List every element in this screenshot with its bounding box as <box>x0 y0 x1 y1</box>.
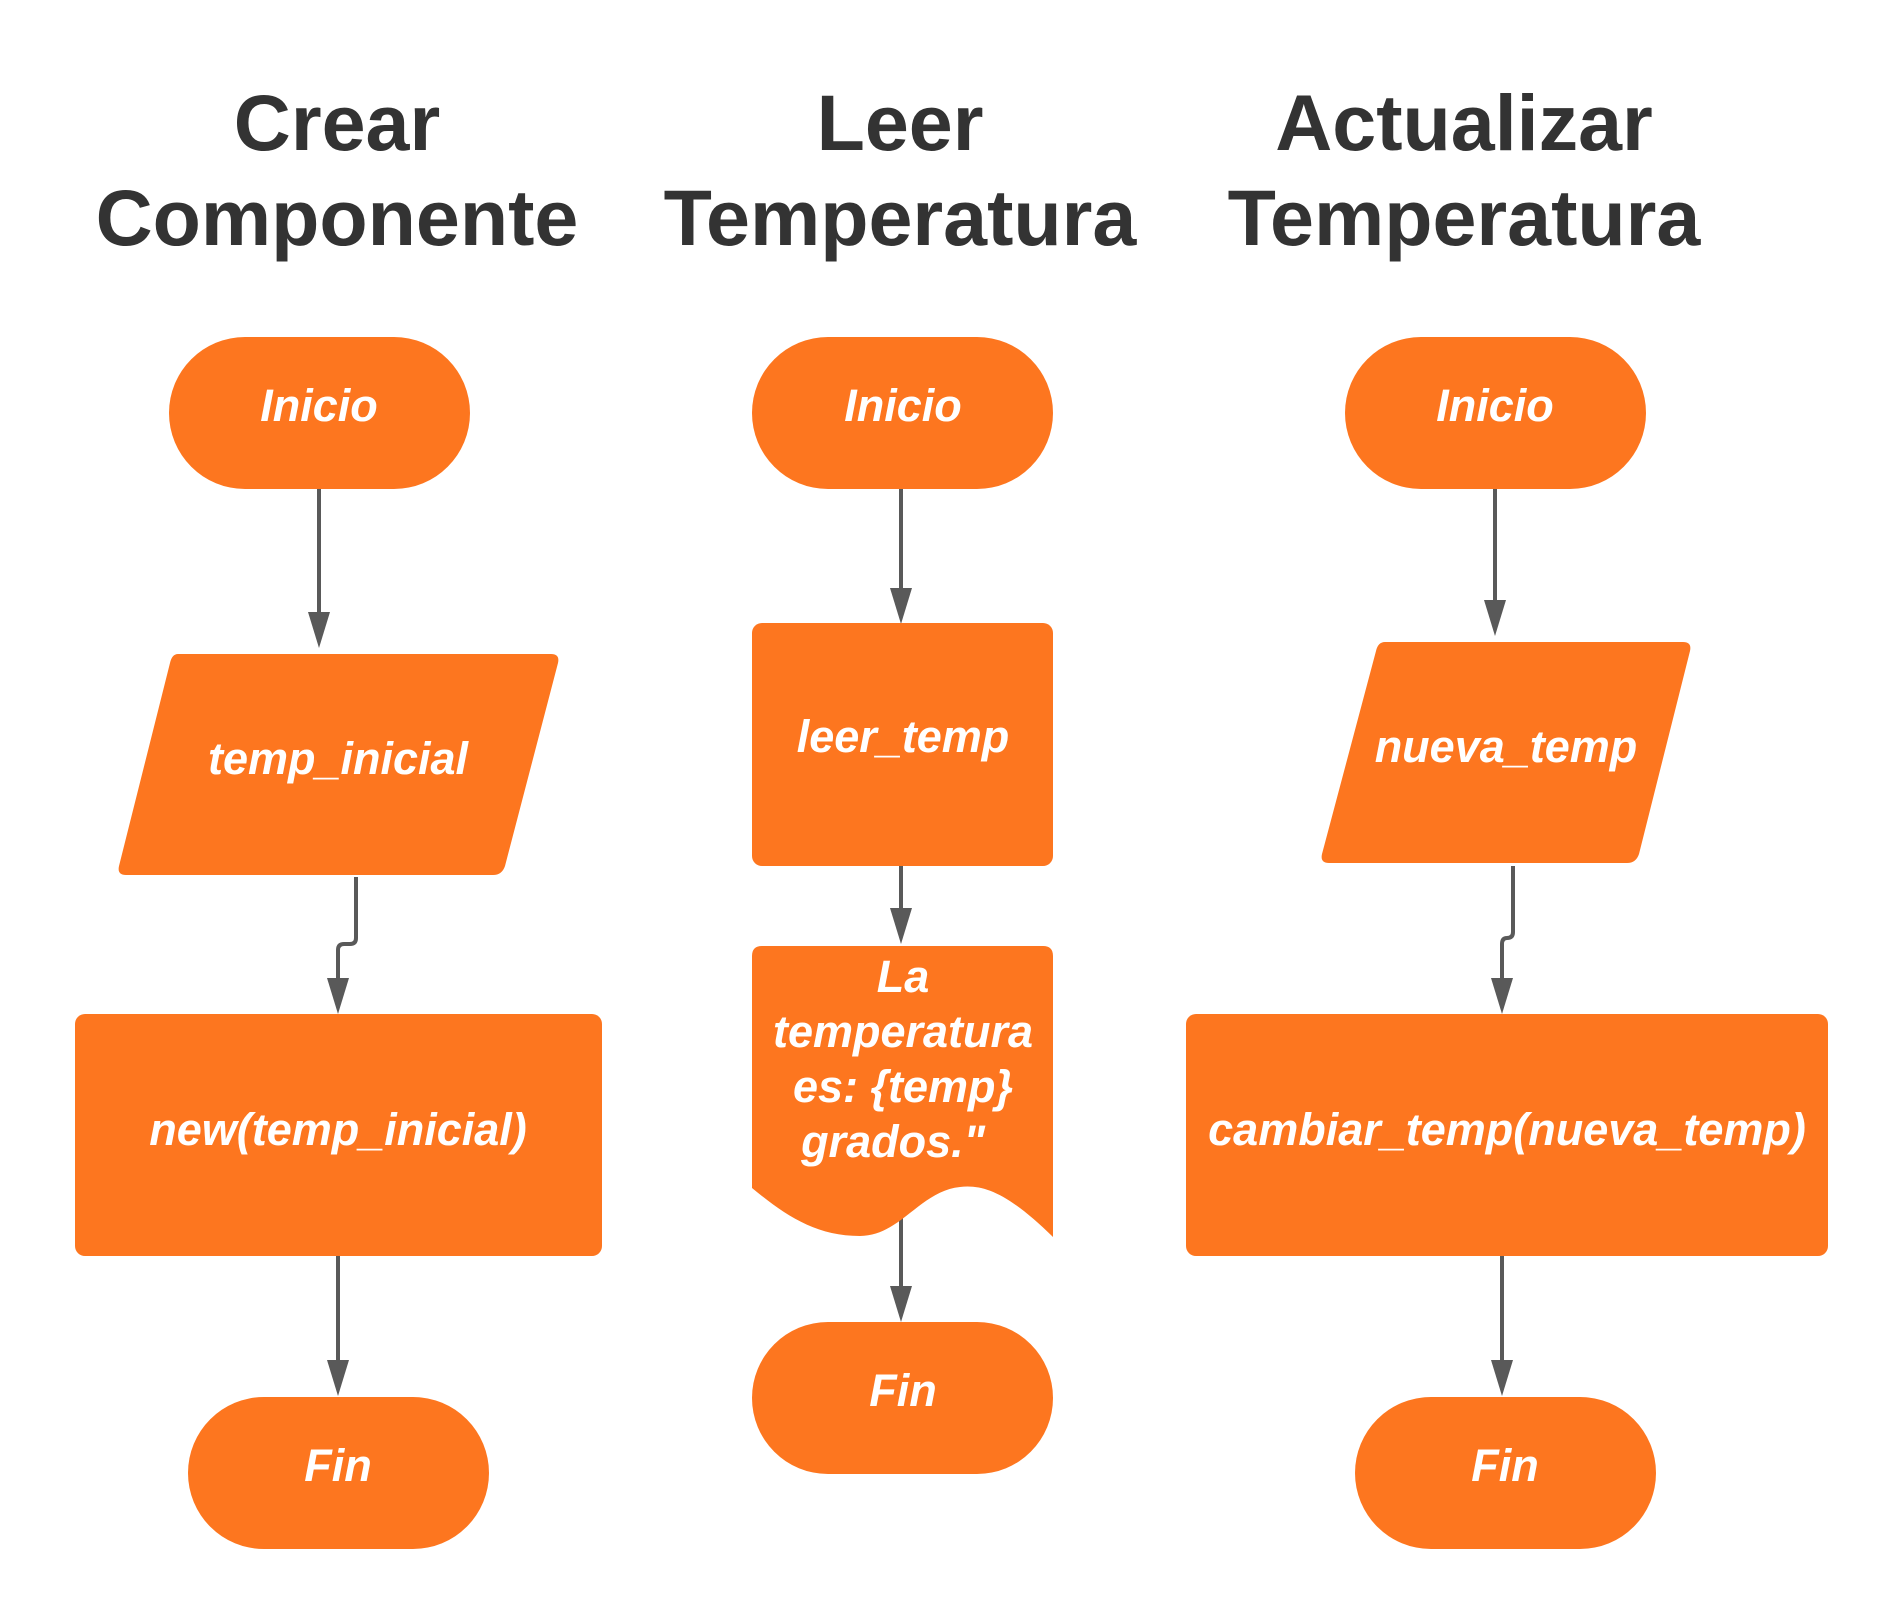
terminator-shape <box>752 1322 1053 1474</box>
node-leer-inicio: Inicio <box>752 337 1053 489</box>
node-label: nueva_temp <box>1375 721 1638 772</box>
node-label: Inicio <box>1436 380 1554 431</box>
arrowhead-leer-3 <box>890 1286 912 1322</box>
column-title-leer-line2: Temperatura <box>664 173 1138 262</box>
column-title-actualizar-line2: Temperatura <box>1228 173 1702 262</box>
column-title-crear-line1: Crear <box>234 78 440 167</box>
node-label: cambiar_temp(nueva_temp) <box>1208 1104 1806 1155</box>
parallelogram-shape <box>1321 642 1691 863</box>
node-actualizar-fin: Fin <box>1355 1397 1656 1549</box>
node-crear-fin: Fin <box>188 1397 489 1549</box>
node-crear-process: new(temp_inicial) <box>75 1014 602 1256</box>
arrowhead-crear-2 <box>327 978 349 1014</box>
terminator-shape <box>188 1397 489 1549</box>
node-label: Inicio <box>260 380 378 431</box>
node-label: leer_temp <box>797 711 1010 762</box>
column-title-crear-line2: Componente <box>96 173 579 262</box>
column-title-actualizar-line1: Actualizar <box>1275 78 1653 167</box>
node-actualizar-process: cambiar_temp(nueva_temp) <box>1186 1014 1828 1256</box>
node-leer-fin: Fin <box>752 1322 1053 1474</box>
terminator-shape <box>752 337 1053 489</box>
node-label: temp_inicial <box>208 733 470 784</box>
parallelogram-shape <box>118 654 559 875</box>
node-actualizar-inicio: Inicio <box>1345 337 1646 489</box>
arrowhead-actualizar-3 <box>1491 1360 1513 1396</box>
node-label: Fin <box>869 1365 936 1416</box>
node-label: Inicio <box>844 380 962 431</box>
node-label-line-3: es: {temp} <box>793 1061 1013 1112</box>
node-crear-input: temp_inicial <box>118 654 559 875</box>
terminator-shape <box>169 337 470 489</box>
node-crear-inicio: Inicio <box>169 337 470 489</box>
node-label: new(temp_inicial) <box>149 1104 527 1155</box>
rectangle-shape <box>75 1014 602 1256</box>
terminator-shape <box>1355 1397 1656 1549</box>
node-leer-document: La temperatura es: {temp} grados." <box>752 946 1053 1237</box>
arrowhead-crear-1 <box>308 612 330 648</box>
node-label: Fin <box>304 1440 371 1491</box>
node-label-line-4: grados." <box>800 1116 986 1167</box>
connector-crear-input-to-process <box>336 877 358 990</box>
node-label-line-1: La <box>877 951 930 1002</box>
arrowhead-leer-1 <box>890 588 912 624</box>
node-label: Fin <box>1471 1440 1538 1491</box>
terminator-shape <box>1345 337 1646 489</box>
rectangle-shape <box>752 623 1053 866</box>
node-label-line-2: temperatura <box>773 1006 1033 1057</box>
document-shape <box>752 946 1053 1237</box>
arrowhead-crear-3 <box>327 1360 349 1396</box>
node-actualizar-input: nueva_temp <box>1321 642 1691 863</box>
arrowhead-leer-2 <box>890 908 912 944</box>
node-leer-process: leer_temp <box>752 623 1053 866</box>
connector-actualizar-input-to-process <box>1500 866 1515 990</box>
arrowhead-actualizar-1 <box>1484 600 1506 636</box>
rectangle-shape <box>1186 1014 1828 1256</box>
arrowhead-actualizar-2 <box>1491 978 1513 1014</box>
column-title-leer-line1: Leer <box>817 78 984 167</box>
